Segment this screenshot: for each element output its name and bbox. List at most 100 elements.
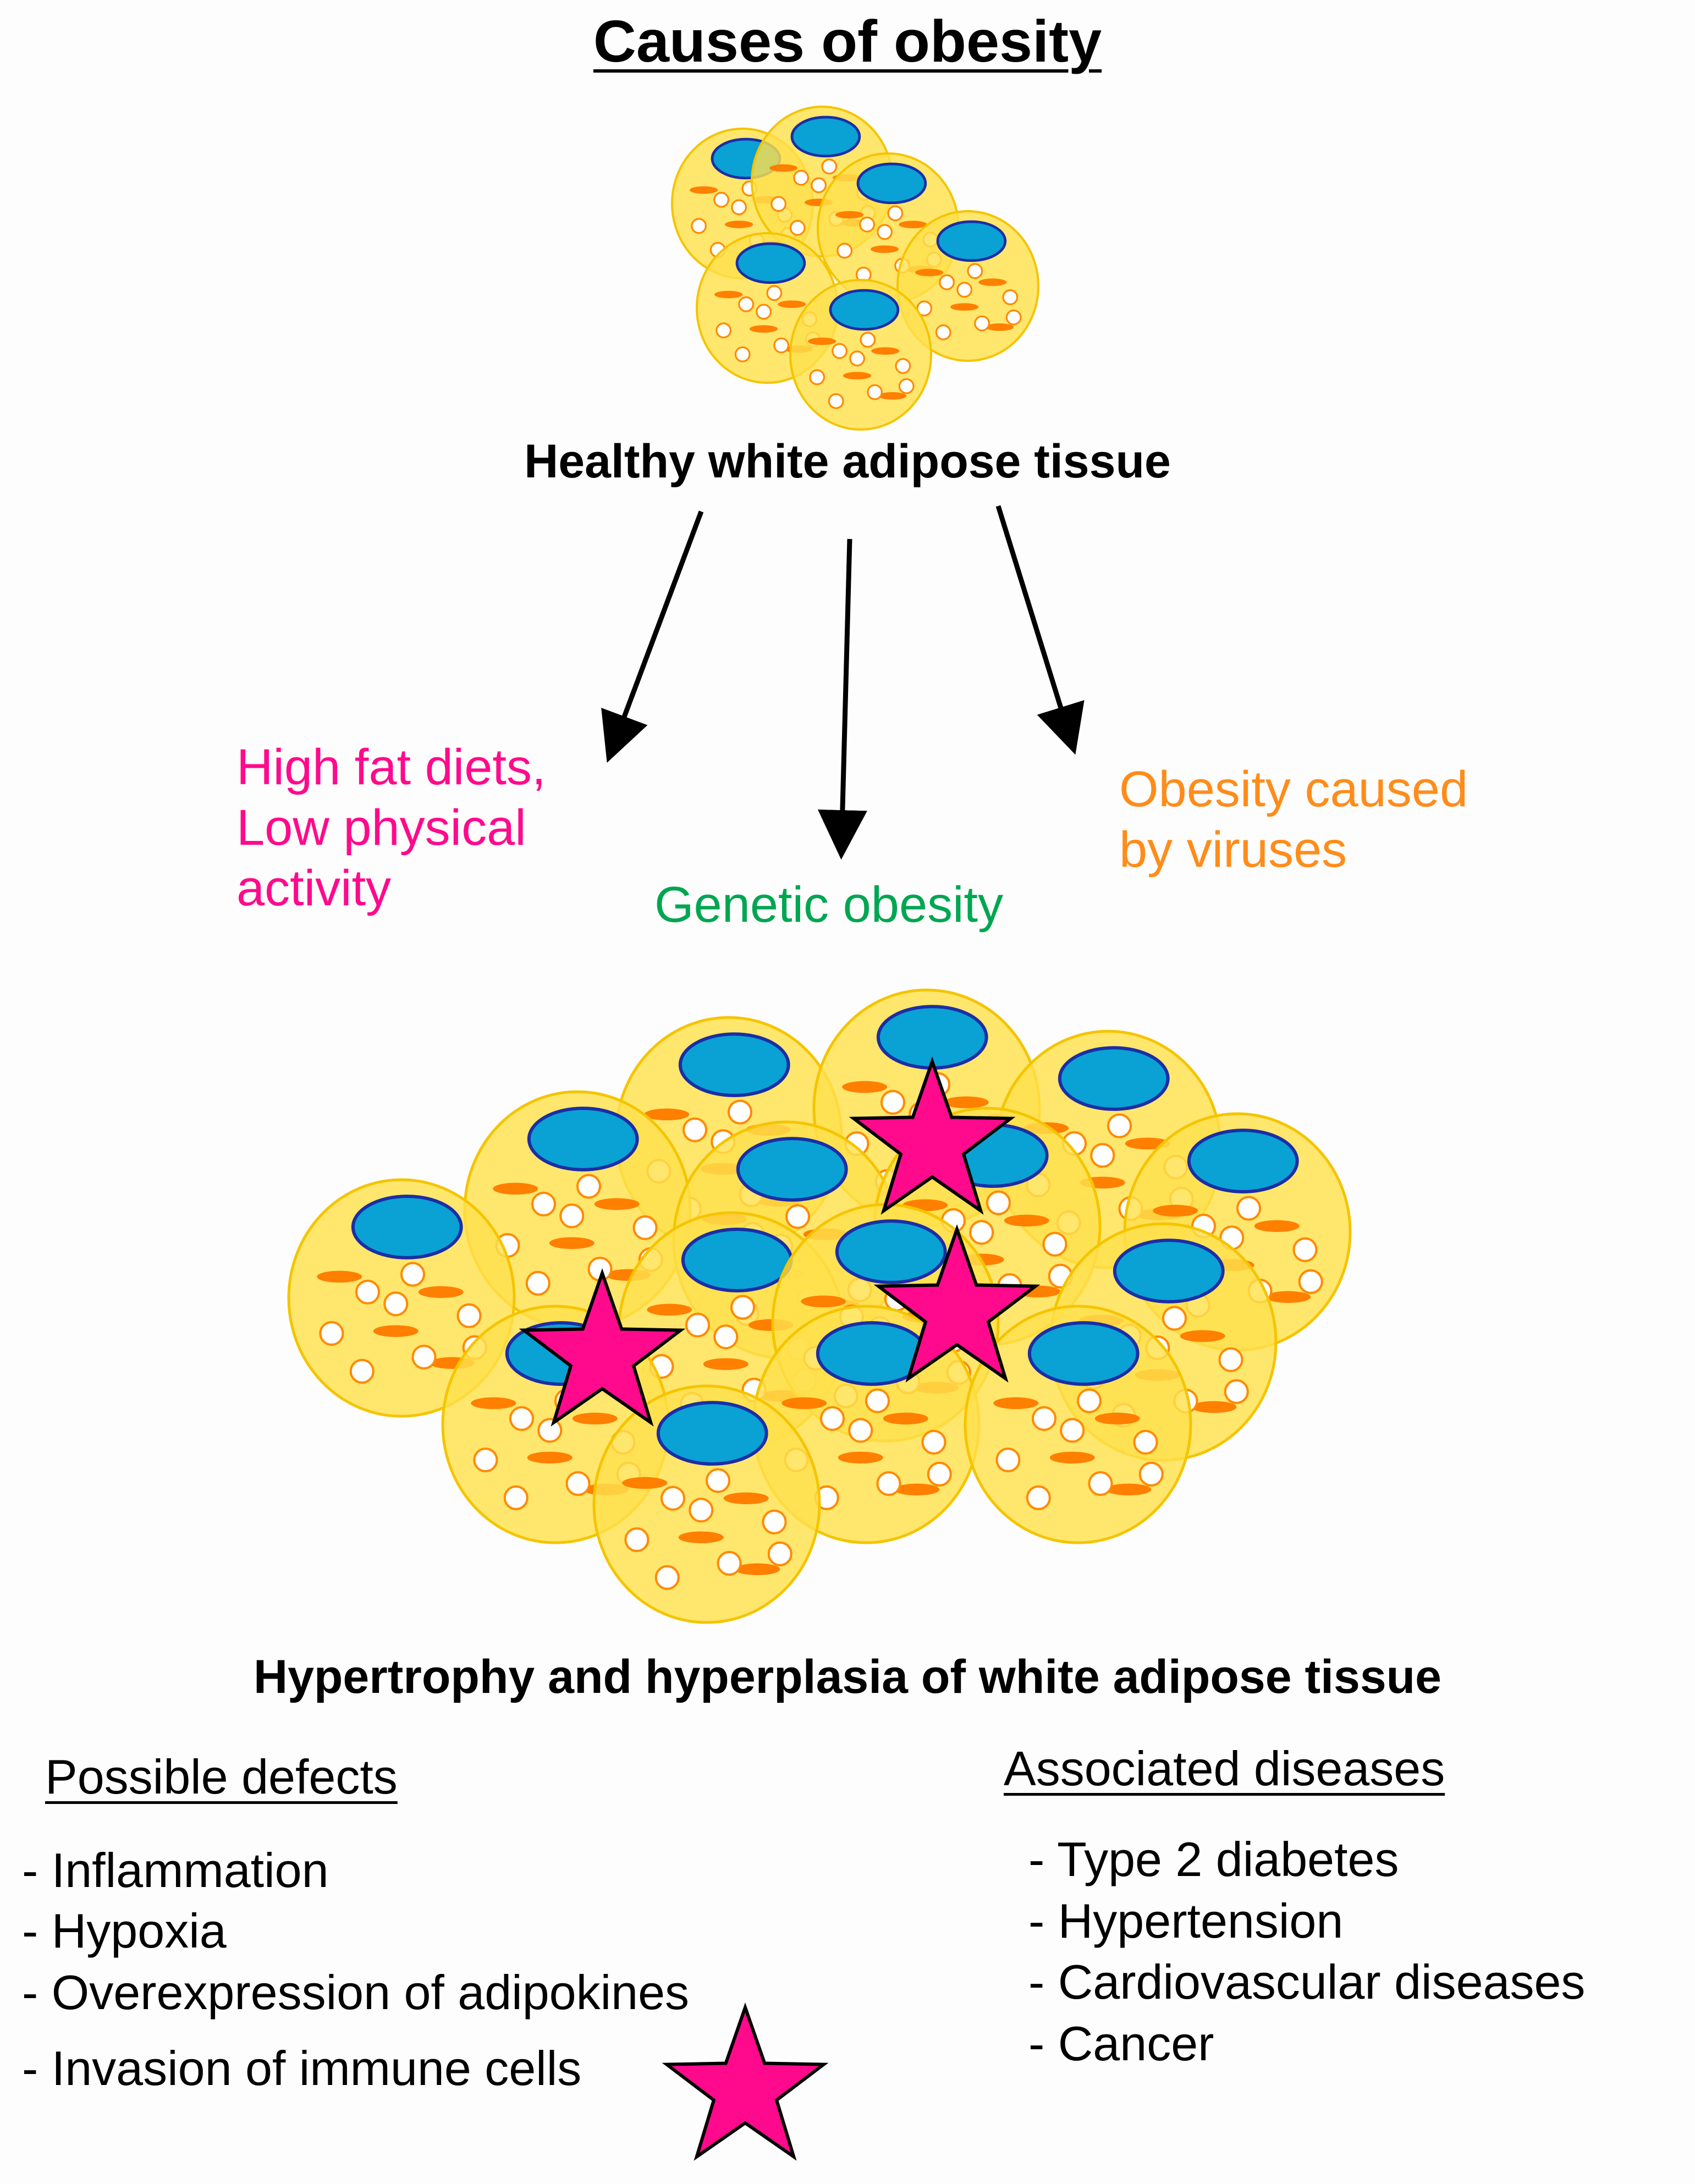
lipid-droplet (828, 393, 844, 409)
lipid-droplet (811, 177, 827, 194)
lipid-droplet (986, 1190, 1011, 1215)
diseases-title: Associated diseases (1004, 1741, 1445, 1796)
lipid-droplet (632, 1215, 658, 1240)
mitochondrion (373, 1325, 419, 1337)
lipid-droplet (967, 263, 983, 279)
lipid-droplet (349, 1358, 375, 1384)
mitochondrion (871, 245, 899, 253)
lipid-droplet (559, 1203, 585, 1229)
lipid-droplet (1026, 1485, 1051, 1510)
defect-item: - Inflammation (22, 1843, 329, 1897)
adipocyte (964, 1305, 1192, 1544)
lipid-droplet (1133, 1429, 1158, 1455)
lipid-droplet (1138, 1461, 1164, 1487)
mitochondrion (801, 1295, 846, 1308)
nucleus (1113, 1239, 1225, 1303)
mitochondrion (1106, 1483, 1152, 1495)
lipid-droplet (683, 1117, 707, 1142)
lipid-droplet (1005, 309, 1022, 326)
lipid-droplet (821, 158, 838, 175)
lipid-droplet (969, 1220, 994, 1245)
disease-item: - Cancer (1028, 2016, 1214, 2071)
mitochondrion (594, 1198, 640, 1210)
lipid-droplet (734, 346, 751, 362)
mitochondrion (725, 221, 753, 228)
disease-item: - Cardiovascular diseases (1028, 1955, 1586, 2009)
lipid-droplet (865, 1388, 890, 1413)
lipid-droplet (1042, 1231, 1067, 1257)
mitochondrion (769, 164, 798, 172)
immune-cell-star (849, 1056, 1016, 1215)
adipocyte (592, 1384, 821, 1624)
lipid-droplet (731, 199, 747, 216)
disease-item: - Type 2 diabetes (1028, 1832, 1399, 1886)
mitochondrion (894, 1483, 940, 1495)
lipid-droplet (716, 322, 732, 339)
lipid-droplet (1162, 1306, 1187, 1331)
mitochondrion (735, 1563, 780, 1575)
lipid-droplet (654, 1565, 680, 1590)
healthy-tissue-label: Healthy white adipose tissue (524, 435, 1171, 488)
mitochondrion (622, 1477, 668, 1489)
lipid-droplet (691, 218, 707, 234)
lipid-droplet (762, 1509, 787, 1534)
lipid-droplet (509, 1406, 534, 1431)
hypertrophic-adipose-cluster (287, 988, 1352, 1624)
hypertrophy-label: Hypertrophy and hyperplasia of white adi… (253, 1651, 1442, 1703)
lipid-droplet (1088, 1471, 1113, 1496)
lipid-droplet (789, 219, 806, 236)
mitochondrion (843, 372, 872, 379)
lipid-droplet (319, 1321, 344, 1346)
nucleus (856, 162, 927, 205)
mitochondrion (943, 1096, 989, 1108)
lipid-droplet (713, 191, 729, 208)
diagram-title: Causes of obesity (593, 8, 1102, 74)
lipid-droplet (766, 285, 783, 301)
lipid-droplet (576, 1174, 601, 1199)
lipid-droplet (785, 1204, 810, 1229)
disease-item: - Hypertension (1028, 1894, 1344, 1948)
lipid-droplet (706, 1468, 730, 1493)
healthy-adipose-cluster (671, 106, 1039, 431)
immune-cell-star (662, 2002, 829, 2161)
lipid-droplet (565, 1471, 591, 1496)
mitochondrion (1180, 1330, 1225, 1342)
nucleus (1027, 1321, 1140, 1386)
lipid-droplet (537, 1418, 563, 1443)
lipid-droplet (411, 1345, 437, 1369)
mitochondrion (978, 278, 1007, 286)
mitochondrion (986, 323, 1014, 331)
lipid-droplet (525, 1270, 551, 1296)
nucleus (736, 1137, 848, 1202)
lipid-droplet (355, 1279, 380, 1305)
mitochondrion (950, 303, 979, 311)
lipid-droplet (860, 332, 876, 348)
lipid-droplet (935, 324, 951, 340)
mitochondrion (778, 300, 806, 308)
mitochondrion (647, 1303, 692, 1316)
mitochondrion (842, 1081, 888, 1093)
lipid-droplet (1060, 1418, 1085, 1443)
lipid-droplet (400, 1262, 425, 1287)
lipid-droplet (809, 369, 826, 386)
lipid-droplet (832, 343, 848, 359)
lipid-droplet (877, 224, 893, 240)
lipid-droplet (689, 1498, 714, 1523)
defects-title: Possible defects (45, 1750, 398, 1804)
mitochondrion (993, 1397, 1039, 1410)
nucleus (1058, 1046, 1170, 1111)
lipid-droplet (730, 1295, 755, 1320)
lipid-droplet (738, 296, 754, 312)
lipid-droplet (859, 216, 875, 233)
nucleus (656, 1401, 768, 1466)
mitochondrion (493, 1182, 538, 1195)
mitochondrion (899, 221, 927, 229)
lipid-droplet (456, 1303, 482, 1328)
mitochondrion (808, 337, 837, 345)
mitochondrion (1004, 1214, 1049, 1226)
mitochondrion (317, 1270, 362, 1283)
lipid-droplet (531, 1191, 556, 1217)
nucleus (527, 1107, 639, 1171)
